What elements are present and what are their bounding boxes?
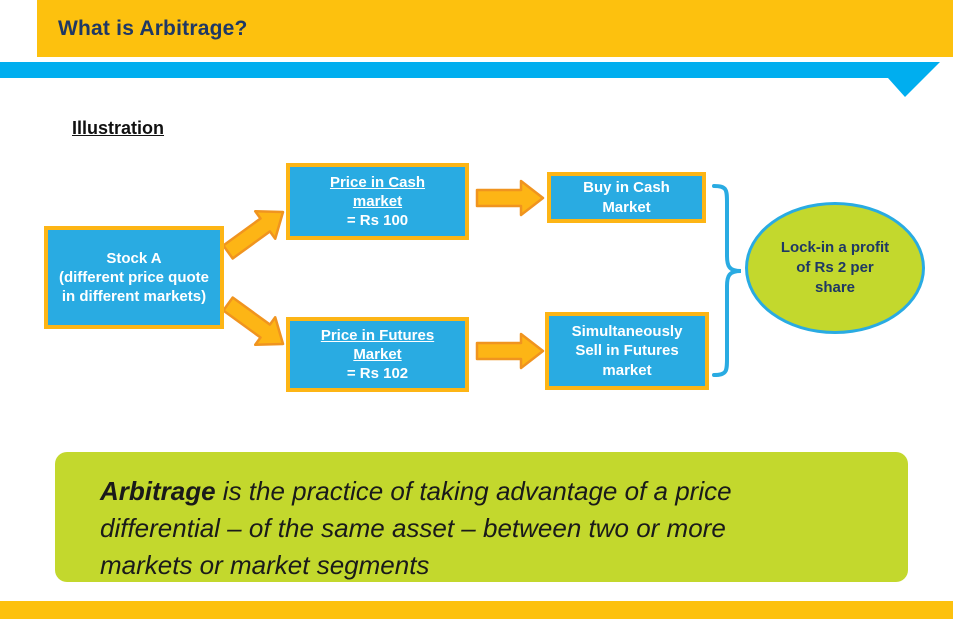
- buy-cash-market-box: Buy in Cash Market: [547, 172, 706, 223]
- stock-a-box: Stock A (different price quote in differ…: [44, 226, 224, 329]
- buy-cash-market-label: Buy in Cash Market: [583, 179, 670, 216]
- arrow-cash-to-buy-icon: [475, 179, 545, 217]
- sell-futures-market-box: Simultaneously Sell in Futures market: [545, 312, 709, 390]
- price-cash-market-label: Price in Cash market: [329, 173, 426, 210]
- definition-body: is the practice of taking advantage of a…: [100, 476, 732, 580]
- arrow-futures-to-sell-icon: [475, 332, 545, 370]
- arrow-stock-to-cash-icon: [222, 209, 285, 260]
- arrow-stock-to-futures-icon: [222, 296, 285, 347]
- curly-brace-icon: [712, 184, 742, 377]
- lock-in-profit-ellipse: Lock-in a profit of Rs 2 per share: [745, 202, 925, 334]
- section-heading: Illustration: [72, 118, 165, 138]
- stock-a-name: Stock A: [106, 249, 162, 267]
- price-futures-market-label: Price in Futures Market: [320, 326, 435, 363]
- price-futures-market-box: Price in Futures Market = Rs 102: [286, 317, 469, 392]
- price-cash-market-box: Price in Cash market = Rs 100: [286, 163, 469, 240]
- sell-futures-market-label: Simultaneously Sell in Futures market: [571, 323, 683, 379]
- bottom-bar: [0, 601, 953, 619]
- lock-in-profit-label: Lock-in a profit of Rs 2 per share: [780, 238, 890, 297]
- stock-a-description: (different price quote in different mark…: [58, 268, 209, 306]
- accent-stripe-shape: [0, 62, 940, 97]
- title-bar: What is Arbitrage?: [37, 0, 953, 57]
- price-futures-market-value: = Rs 102: [346, 365, 409, 383]
- definition-text: Arbitrage is the practice of taking adva…: [100, 473, 815, 584]
- slide-title: What is Arbitrage?: [58, 16, 248, 40]
- definition-box: Arbitrage is the practice of taking adva…: [55, 452, 908, 582]
- definition-term: Arbitrage: [100, 476, 216, 506]
- price-cash-market-value: = Rs 100: [346, 212, 409, 230]
